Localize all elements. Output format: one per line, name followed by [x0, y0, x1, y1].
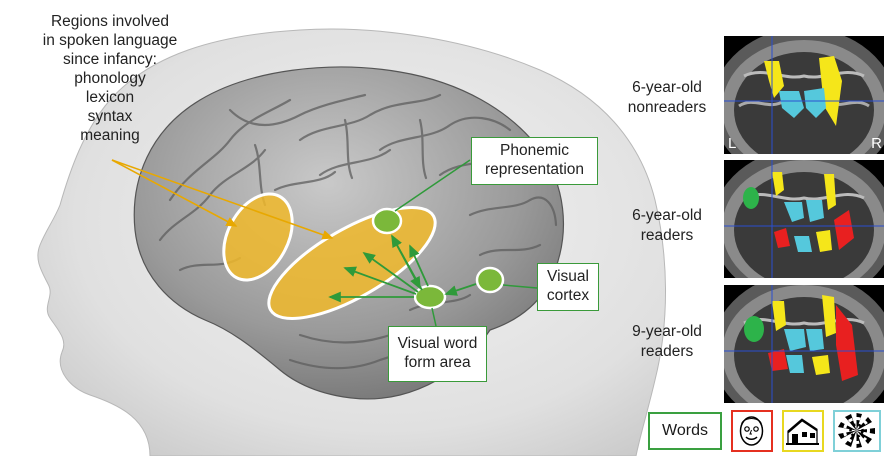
legend-checkerboards [833, 410, 881, 452]
panel-label-readers-6: 6-year-old readers [612, 206, 722, 246]
visual-cortex-label: Visual cortex [537, 263, 599, 311]
caption-line: phonology [30, 69, 190, 88]
panel-label-nonreaders-6: 6-year-old nonreaders [612, 78, 722, 118]
label-line: 9-year-old [612, 322, 722, 342]
label-line: Visual [544, 267, 592, 286]
caption-line: Regions involved [30, 12, 190, 31]
brain-scan-readers-9 [724, 285, 884, 403]
face-icon [733, 412, 770, 449]
vwfa-label: Visual word form area [388, 326, 487, 382]
visual-cortex-region [477, 268, 503, 292]
caption-line: lexicon [30, 88, 190, 107]
phonemic-region [373, 209, 401, 233]
panel-label-readers-9: 9-year-old readers [612, 322, 722, 362]
brain-scan-nonreaders-6: L R [724, 36, 884, 154]
label-line: 6-year-old [612, 206, 722, 226]
scan-right-marker: R [871, 135, 882, 152]
caption-line: in spoken language [30, 31, 190, 50]
label-line: readers [612, 342, 722, 362]
label-line: form area [395, 353, 480, 372]
legend-houses [782, 410, 824, 452]
label-line: cortex [544, 286, 592, 305]
brain-scan-readers-6 [724, 160, 884, 278]
legend-faces [731, 410, 773, 452]
label-line: representation [478, 160, 591, 179]
spoken-language-caption: Regions involved in spoken language sinc… [30, 12, 190, 145]
label-line: nonreaders [612, 98, 722, 118]
vwfa-region [415, 286, 445, 308]
phonemic-representation-label: Phonemic representation [471, 137, 598, 185]
label-line: Phonemic [478, 141, 591, 160]
caption-line: syntax [30, 107, 190, 126]
checkerboard-icon [835, 412, 878, 449]
scan-left-marker: L [728, 135, 736, 152]
label-line: Visual word [395, 334, 480, 353]
caption-line: meaning [30, 126, 190, 145]
legend-words: Words [648, 412, 722, 450]
label-line: 6-year-old [612, 78, 722, 98]
caption-line: since infancy: [30, 50, 190, 69]
legend-words-label: Words [662, 422, 708, 439]
house-icon [784, 412, 821, 449]
label-line: readers [612, 226, 722, 246]
